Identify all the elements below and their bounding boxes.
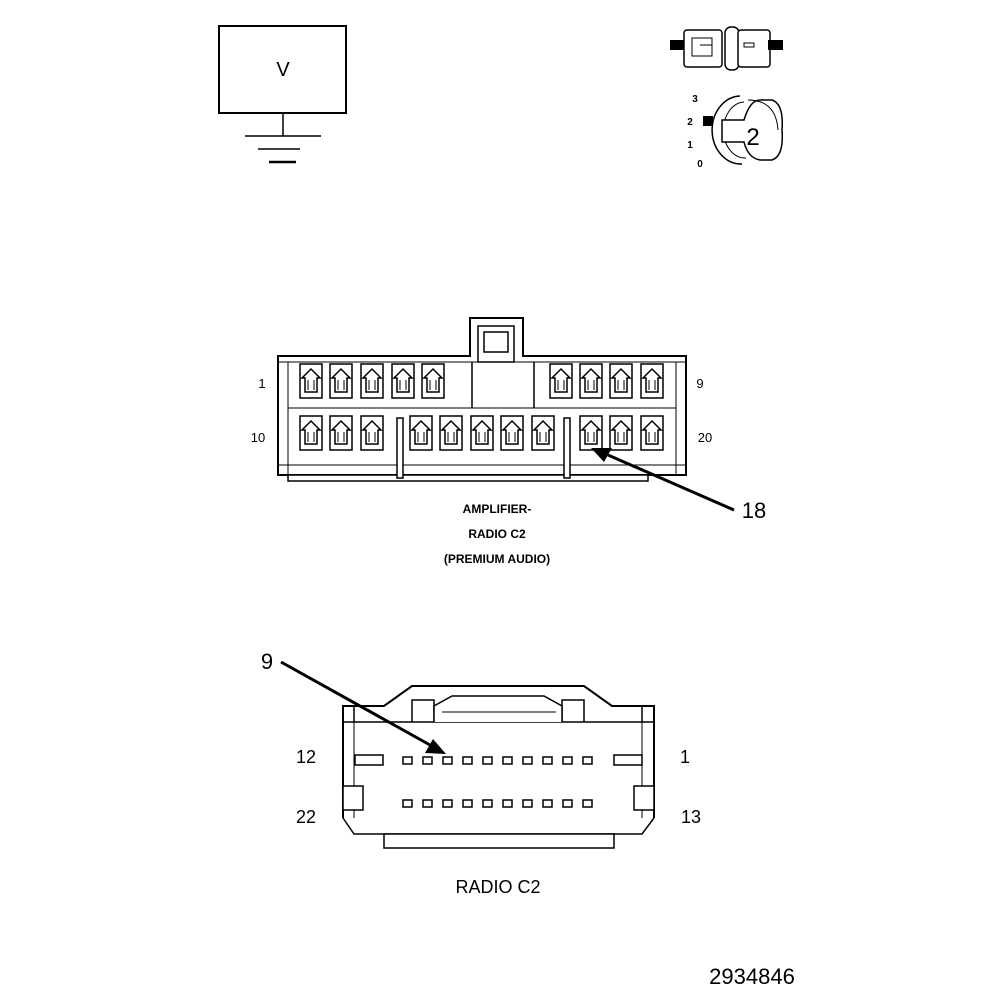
amp-pin-bottom-20 — [640, 415, 664, 451]
radio-pin-top-9 — [542, 756, 553, 765]
amp-title-line-1: AMPLIFIER- — [463, 502, 532, 516]
radio-pin-bottom-17 — [482, 799, 493, 808]
amp-pin-bottom-17 — [531, 415, 555, 451]
radio-pin-label-22: 22 — [296, 807, 316, 827]
ignition-switch: 3 2 1 0 2 — [687, 94, 784, 170]
radio-pin-bottom-13 — [402, 799, 413, 808]
radio-pin-bottom-14 — [422, 799, 433, 808]
radio-title: RADIO C2 — [455, 877, 540, 897]
radio-callout-arrow — [280, 660, 446, 754]
ignition-key-icon — [703, 95, 784, 165]
ground-symbol-icon — [245, 135, 321, 164]
radio-pin-bottom-21 — [562, 799, 573, 808]
radio-pin-bottom-22 — [582, 799, 593, 808]
radio-pin-top-6 — [482, 756, 493, 765]
ignition-position-0: 0 — [697, 159, 703, 170]
ignition-position-1: 1 — [687, 140, 693, 151]
amp-pin-bottom-15 — [470, 415, 494, 451]
voltmeter-label: V — [276, 59, 290, 81]
amp-pin-label-1: 1 — [258, 376, 265, 391]
radio-pin-bottom-16 — [462, 799, 473, 808]
amplifier-pin-cavities — [299, 363, 664, 451]
amp-title-line-2: RADIO C2 — [468, 527, 526, 541]
amp-pin-label-9: 9 — [696, 376, 703, 391]
radio-pin-top-5 — [462, 756, 473, 765]
radio-pin-top-11 — [582, 756, 593, 765]
radio-pin-top-2 — [402, 756, 413, 765]
amp-pin-top-3 — [360, 363, 384, 399]
radio-pin-label-13: 13 — [681, 807, 701, 827]
ignition-position-3: 3 — [692, 94, 698, 105]
ignition-position-2: 2 — [687, 117, 693, 128]
voltmeter: V — [218, 25, 347, 164]
amp-pin-label-20: 20 — [698, 430, 712, 445]
amp-pin-label-10: 10 — [251, 430, 265, 445]
amp-callout-arrow — [591, 448, 735, 512]
radio-pin-bottom-20 — [542, 799, 553, 808]
amp-pin-bottom-13 — [409, 415, 433, 451]
radio-pin-top-7 — [502, 756, 513, 765]
radio-pin-top-4 — [442, 756, 453, 765]
amp-pin-top-5 — [421, 363, 445, 399]
amp-pin-top-8 — [609, 363, 633, 399]
amplifier-connector: 1 9 10 20 18 AMPLIFIER- RADIO C2 (PREMIU… — [251, 317, 766, 566]
amp-pin-bottom-10 — [299, 415, 323, 451]
amp-pin-bottom-16 — [500, 415, 524, 451]
amp-pin-top-6 — [549, 363, 573, 399]
radio-pin-bottom-15 — [442, 799, 453, 808]
amp-title-line-3: (PREMIUM AUDIO) — [444, 552, 550, 566]
radio-pin-top-8 — [522, 756, 533, 765]
connector-plug-icon — [670, 26, 783, 71]
amp-pin-bottom-12 — [360, 415, 384, 451]
amp-pin-bottom-14 — [439, 415, 463, 451]
amp-pin-bottom-11 — [329, 415, 353, 451]
amp-pin-top-9 — [640, 363, 664, 399]
amp-callout-number: 18 — [742, 498, 766, 523]
radio-pin-bottom-18 — [502, 799, 513, 808]
amp-pin-top-2 — [329, 363, 353, 399]
figure-number: 2934846 — [709, 964, 795, 989]
radio-callout-number: 9 — [261, 649, 273, 674]
radio-connector: 12 1 22 13 9 RADIO C2 — [261, 649, 701, 897]
amp-pin-bottom-18 — [579, 415, 603, 451]
radio-pin-label-1: 1 — [680, 747, 690, 767]
radio-pin-label-12: 12 — [296, 747, 316, 767]
amp-pin-top-1 — [299, 363, 323, 399]
radio-pin-top-10 — [562, 756, 573, 765]
radio-pin-bottom-19 — [522, 799, 533, 808]
radio-pin-cavities — [402, 756, 593, 808]
radio-pin-top-3 — [422, 756, 433, 765]
ignition-selected-position: 2 — [746, 124, 759, 151]
amp-pin-bottom-19 — [609, 415, 633, 451]
amp-pin-top-7 — [579, 363, 603, 399]
amp-pin-top-4 — [391, 363, 415, 399]
